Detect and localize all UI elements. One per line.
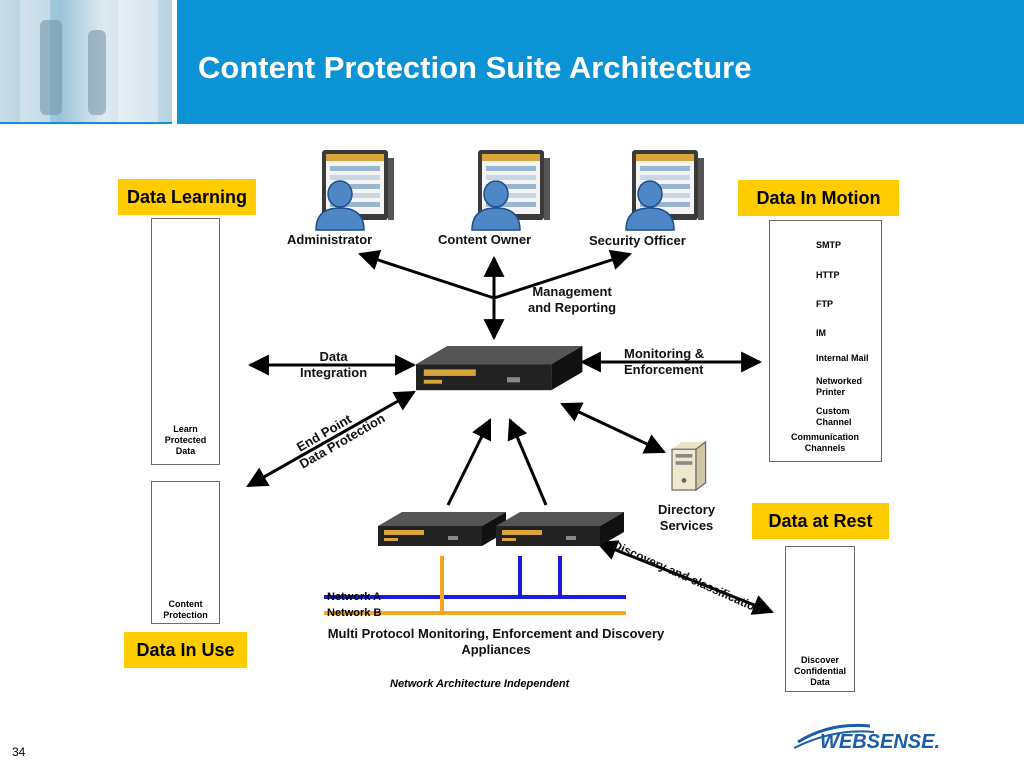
- monitoring-label: Monitoring & Enforcement: [624, 346, 705, 377]
- header-divider: [172, 0, 177, 124]
- data-in-use-box: Data In Use: [124, 632, 247, 668]
- slide-number: 34: [12, 745, 26, 759]
- directory-services-label: Directory Services: [658, 502, 716, 533]
- network-b-label: Network B: [327, 607, 382, 619]
- appliances-label: Multi Protocol Monitoring, Enforcement a…: [327, 626, 665, 657]
- appliance-right-icon: [496, 512, 624, 546]
- communication-channels-panel: [769, 220, 882, 462]
- data-at-rest-panel: [785, 546, 855, 692]
- arrow-appliance-right: [507, 418, 548, 506]
- arrow-directory: [560, 402, 666, 454]
- main-server-appliance-icon: [416, 346, 583, 391]
- use-panel-label: Content Protection: [163, 599, 208, 620]
- directory-server-icon: [671, 441, 707, 491]
- role-content-owner: Content Owner: [438, 232, 532, 247]
- network-a-label: Network A: [327, 591, 381, 603]
- channel-smtp: SMTP: [816, 240, 842, 250]
- rest-panel-label: Discover Confidential Data: [794, 655, 846, 687]
- channel-networked-printer: Networked Printer: [816, 376, 863, 397]
- channel-http: HTTP: [816, 270, 840, 280]
- arrow-discovery: [596, 540, 774, 615]
- role-security-officer: Security Officer: [589, 233, 686, 248]
- security-officer-icon: [625, 149, 705, 231]
- arrow-to-security-officer: [493, 249, 632, 300]
- learning-panel-label: Learn Protected Data: [164, 424, 207, 456]
- data-in-motion-box: Data In Motion: [738, 180, 899, 216]
- arrows: [246, 249, 774, 615]
- data-learning-box: Data Learning: [118, 179, 256, 215]
- channel-ftp: FTP: [816, 299, 833, 309]
- data-at-rest-box: Data at Rest: [752, 503, 889, 539]
- arrow-to-administrator: [358, 249, 495, 300]
- network-lines: [324, 556, 626, 615]
- management-label: Management and Reporting: [528, 284, 617, 315]
- websense-logo: WEBSENSE.: [793, 723, 940, 753]
- network-independent-label: Network Architecture Independent: [390, 678, 570, 690]
- channel-custom: Custom Channel: [816, 406, 852, 427]
- channels-footer: Communication Channels: [790, 432, 859, 453]
- role-administrator: Administrator: [287, 232, 373, 247]
- data-in-use-panel: [151, 481, 220, 624]
- header-photo: [0, 0, 172, 122]
- discovery-label: Discovery and classification: [611, 538, 764, 616]
- content-owner-icon: [471, 149, 551, 231]
- slide-title: Content Protection Suite Architecture: [198, 50, 752, 85]
- arrow-appliance-left: [446, 418, 492, 506]
- arrow-endpoint: [246, 390, 416, 488]
- data-learning-panel: [151, 218, 220, 465]
- svg-text:WEBSENSE.: WEBSENSE.: [820, 731, 940, 753]
- appliance-left-icon: [378, 512, 506, 546]
- administrator-icon: [315, 149, 395, 231]
- endpoint-label: End Point Data Protection: [289, 397, 388, 472]
- channel-internal-mail: Internal Mail: [816, 353, 869, 363]
- data-integration-label: Data Integration: [300, 349, 368, 380]
- channel-im: IM: [816, 328, 826, 338]
